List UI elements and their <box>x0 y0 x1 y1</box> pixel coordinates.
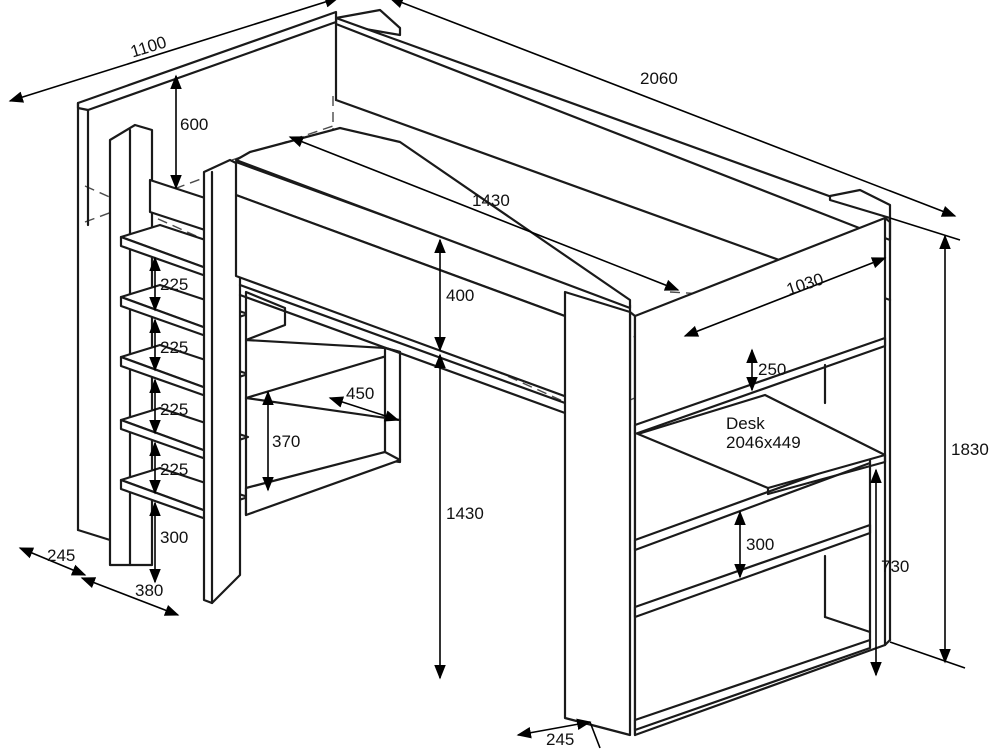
inner-shelf-unit <box>244 290 402 517</box>
dim-inner-shelf-depth: 450 <box>346 384 374 403</box>
dim-desk-height: 730 <box>881 557 909 576</box>
dim-guard-height: 600 <box>180 115 208 134</box>
dim-ladder-bottom-gap: 300 <box>160 528 188 547</box>
dim-overall-height: 1830 <box>951 440 989 459</box>
front-left-post <box>202 158 242 605</box>
dim-ladder-step-3: 225 <box>160 400 188 419</box>
dim-leg-depth: 245 <box>546 730 574 749</box>
desk-label-line2: 2046x449 <box>726 433 801 452</box>
dim-right-mid-gap: 300 <box>746 535 774 554</box>
dimension-lines <box>8 0 966 749</box>
dim-ladder-step-1: 225 <box>160 275 188 294</box>
desk-label-line1: Desk <box>726 414 765 433</box>
dim-right-top-gap: 250 <box>758 360 786 379</box>
dim-ladder-width: 380 <box>135 581 163 600</box>
dim-ladder-step-4: 225 <box>160 460 188 479</box>
desk-surface <box>636 393 887 496</box>
dim-front-panel-height: 400 <box>446 286 474 305</box>
dim-overall-length: 2060 <box>640 69 678 88</box>
dim-inner-shelf-gap: 370 <box>272 432 300 451</box>
dim-clearance-height: 1430 <box>446 504 484 523</box>
dim-mattress-length: 1430 <box>472 191 510 210</box>
dim-ladder-step-2: 225 <box>160 338 188 357</box>
dim-ladder-depth: 245 <box>47 546 75 565</box>
